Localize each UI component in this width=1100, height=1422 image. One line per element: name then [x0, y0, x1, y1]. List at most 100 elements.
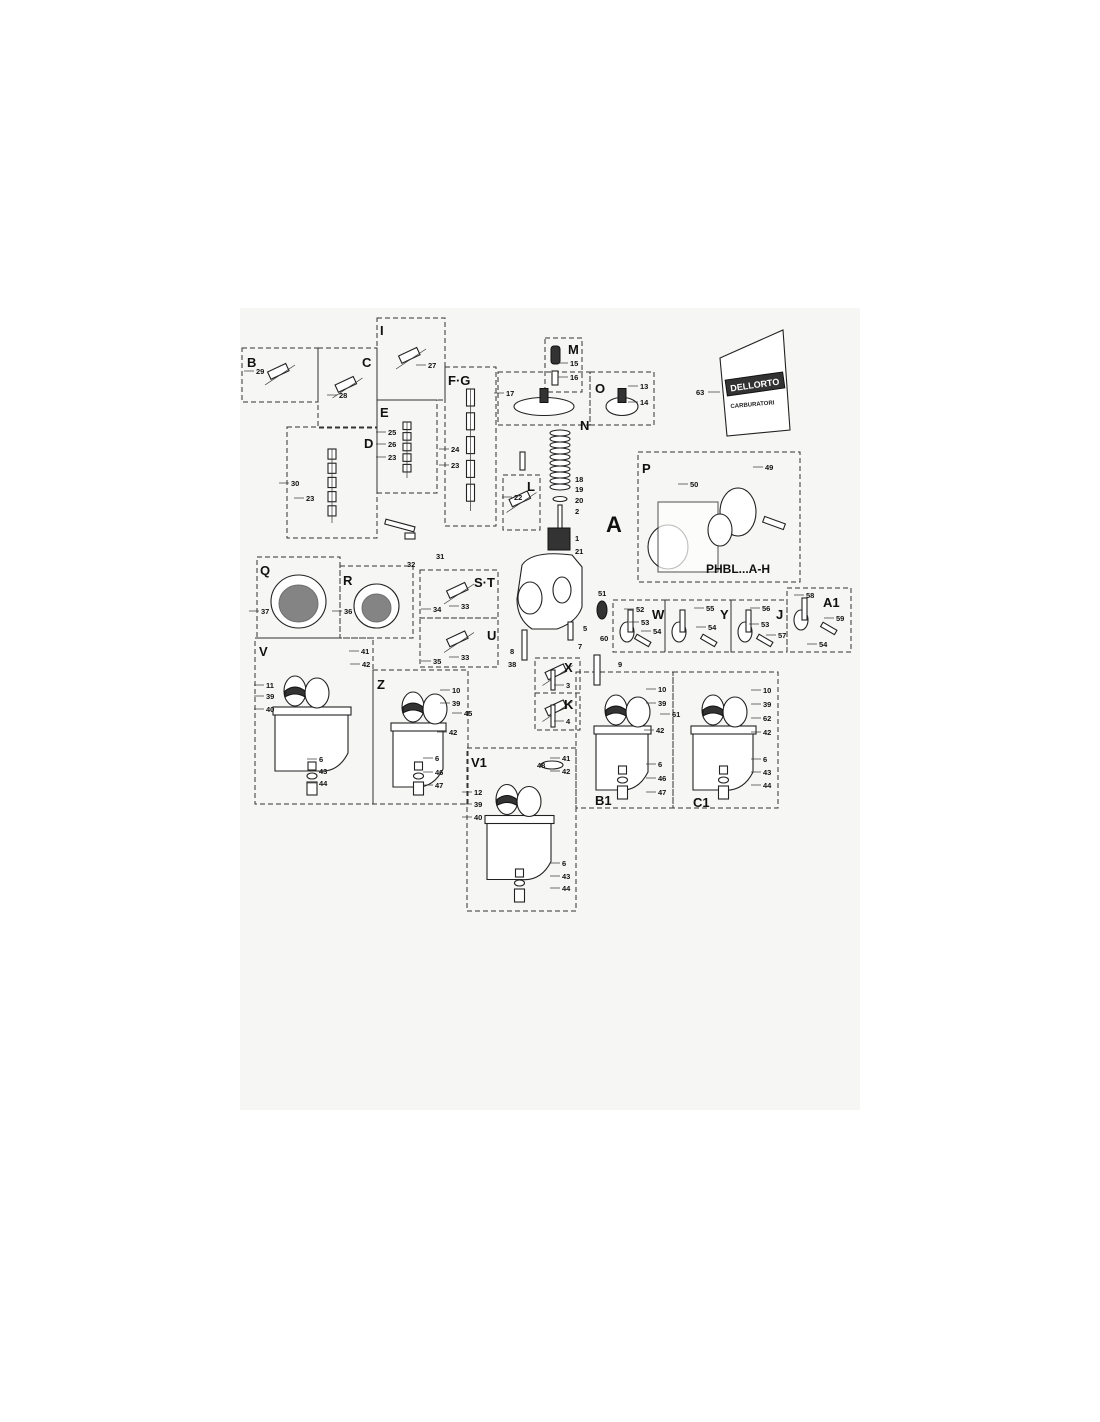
part-number: 39 [658, 699, 666, 708]
part-number: 8 [510, 647, 514, 656]
part-number: 4 [566, 717, 571, 726]
part-sketch-i [395, 346, 427, 370]
part-number: 33 [461, 653, 469, 662]
part-number: 39 [474, 800, 482, 809]
part-number: 63 [696, 388, 704, 397]
part-number: 13 [640, 382, 648, 391]
part-number: 18 [575, 475, 583, 484]
part-number: 59 [836, 614, 844, 623]
section-label-m: M [568, 342, 579, 357]
section-box-a1 [786, 587, 852, 653]
part-number: 6 [562, 859, 566, 868]
section-box-c1 [672, 671, 779, 809]
part-sketch-l [506, 490, 537, 513]
part-number: 2 [575, 507, 579, 516]
section-label-o: O [595, 381, 605, 396]
part-number: 46 [658, 774, 666, 783]
section-box-k [534, 692, 581, 731]
part-number: 19 [575, 485, 583, 494]
part-sketch-b [264, 362, 296, 386]
part-number: 11 [266, 681, 274, 690]
part-number: 10 [763, 686, 771, 695]
part-number: 41 [562, 754, 570, 763]
part-sketch-x [542, 663, 573, 686]
part-number: 10 [658, 685, 666, 694]
part-number: 32 [407, 560, 415, 569]
part-number: 47 [435, 781, 443, 790]
part-number: 25 [388, 428, 396, 437]
part-number: 51 [598, 589, 606, 598]
part-number: 17 [506, 389, 514, 398]
section-label-k: K [564, 697, 574, 712]
part-number: 60 [600, 634, 608, 643]
carburetor-body [516, 429, 608, 770]
part-number: 61 [672, 710, 680, 719]
part-number: 29 [256, 367, 264, 376]
part-sketch-u [443, 630, 475, 653]
part-sketch-v [272, 675, 352, 796]
part-number: 50 [690, 480, 698, 489]
part-sketch-e [402, 421, 412, 478]
part-number: 46 [435, 768, 443, 777]
section-label-r: R [343, 573, 353, 588]
section-label-q: Q [260, 563, 270, 578]
part-number: 7 [578, 642, 582, 651]
part-number: 39 [266, 692, 274, 701]
part-number: 6 [658, 760, 662, 769]
part-number: 9 [618, 660, 622, 669]
section-label-v: V [259, 644, 268, 659]
section-label-c: C [362, 355, 372, 370]
part-number: 14 [640, 398, 649, 407]
part-sketch-c1 [690, 694, 757, 800]
part-number: 10 [452, 686, 460, 695]
part-sketch-st [443, 581, 475, 605]
section-label-n: N [580, 418, 589, 433]
part-number: 49 [765, 463, 773, 472]
part-number: 16 [570, 373, 578, 382]
part-number: 15 [570, 359, 578, 368]
part-number: 43 [763, 768, 771, 777]
section-box-fg [444, 366, 497, 527]
part-number: 48 [537, 761, 545, 770]
part-number: 5 [583, 624, 587, 633]
part-number: 41 [361, 647, 369, 656]
part-number: 36 [344, 607, 352, 616]
part-number: 38 [508, 660, 516, 669]
part-number: 55 [706, 604, 714, 613]
part-number: 6 [763, 755, 767, 764]
part-number: 45 [464, 709, 472, 718]
part-number: 37 [261, 607, 269, 616]
section-box-o [589, 371, 655, 426]
part-number: 53 [641, 618, 649, 627]
part-number: 40 [474, 813, 482, 822]
section-label-fg: F·G [448, 373, 470, 388]
section-label-a1: A1 [823, 595, 840, 610]
part-number: 56 [762, 604, 770, 613]
section-box-v [254, 637, 374, 805]
section-label-v1: V1 [471, 755, 487, 770]
part-sketch-c [332, 375, 363, 399]
section-box-e [376, 399, 438, 494]
part-sketch-w [619, 609, 652, 648]
part-sketch-screw-set [384, 518, 416, 540]
part-number: 28 [339, 391, 347, 400]
part-number: 6 [435, 754, 439, 763]
part-number: 35 [433, 657, 441, 666]
part-number: 43 [562, 872, 570, 881]
part-sketch-a1 [793, 597, 838, 636]
part-number: 52 [636, 605, 644, 614]
section-label-e: E [380, 405, 389, 420]
part-number: 39 [763, 700, 771, 709]
part-sketch-k [542, 699, 573, 722]
part-sketch-n [513, 388, 575, 417]
part-sketch-v1 [484, 783, 555, 903]
part-number: 1 [575, 534, 579, 543]
section-label-c1: C1 [693, 795, 710, 810]
part-sketch-p [647, 487, 787, 573]
section-box-w [612, 599, 666, 653]
section-box-d [286, 426, 378, 539]
section-label-w: W [652, 607, 665, 622]
part-number: 44 [763, 781, 772, 790]
